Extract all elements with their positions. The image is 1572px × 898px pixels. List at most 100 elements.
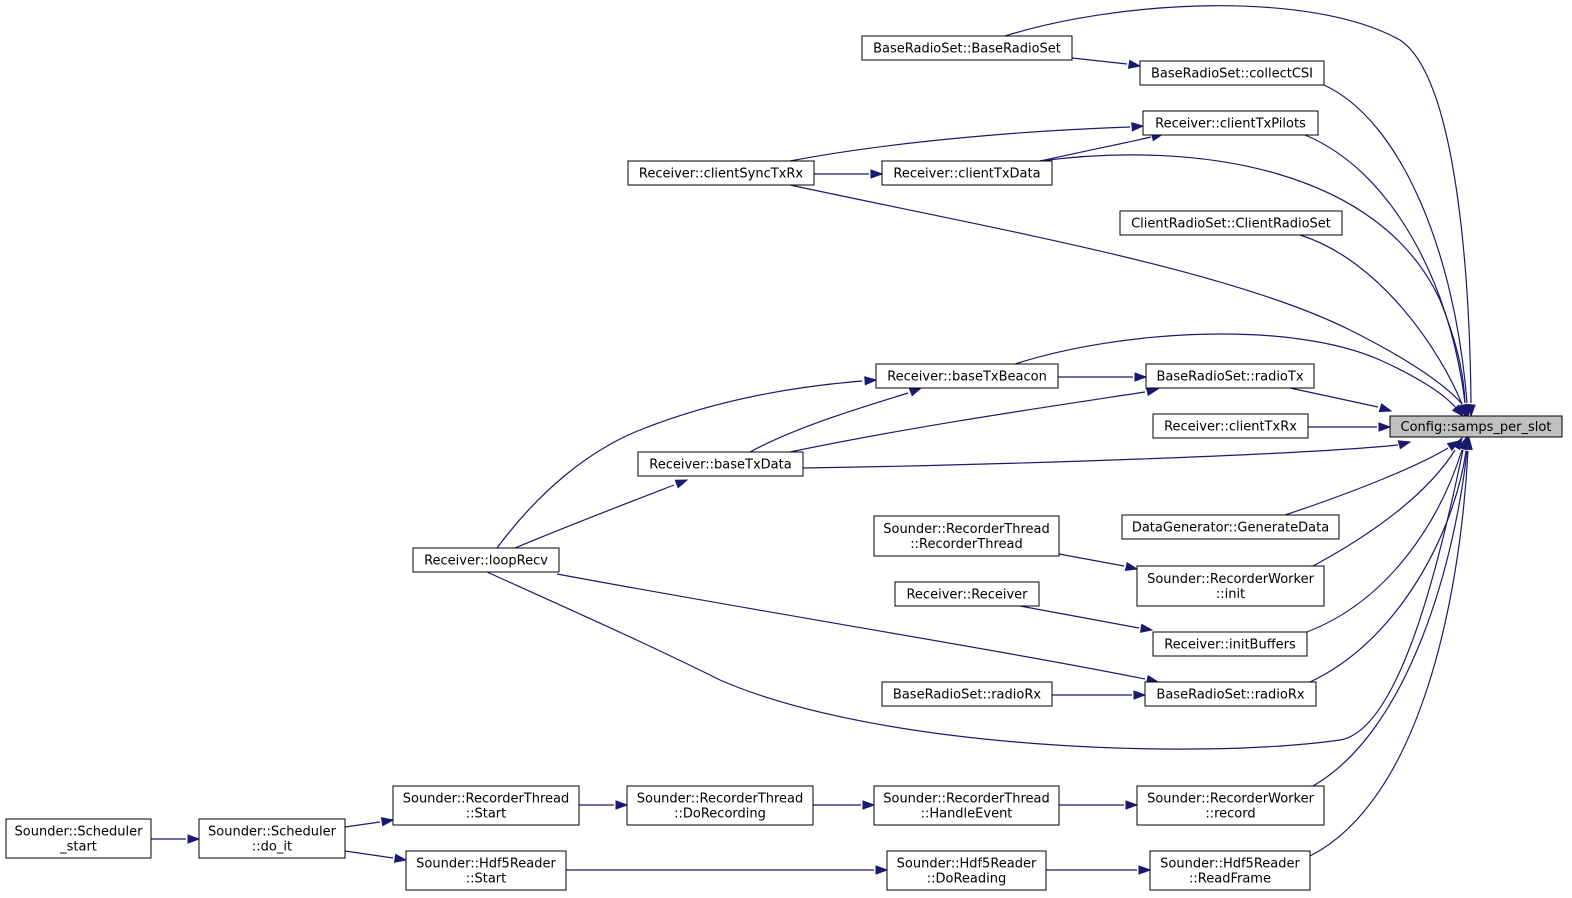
- edge-arrowhead: [1451, 404, 1464, 418]
- node-label: _start: [59, 840, 97, 855]
- node-box: [1145, 363, 1315, 389]
- edge-clientSyncTxRx-to-clientTxData: [814, 169, 884, 179]
- node-box: [5, 818, 152, 859]
- node-label: Receiver::initBuffers: [1164, 638, 1296, 653]
- node-clientTxRx[interactable]: Receiver::clientTxRx: [1152, 413, 1309, 439]
- edge-arrowhead: [1463, 436, 1473, 450]
- node-clientRadioSetCtor[interactable]: ClientRadioSet::ClientRadioSet: [1119, 210, 1343, 236]
- node-label: DataGenerator::GenerateData: [1132, 521, 1329, 536]
- node-label: Receiver::Receiver: [906, 588, 1028, 603]
- edge-line: [344, 821, 381, 828]
- edge-radioTx-to-target: [1289, 387, 1393, 413]
- node-clientSyncTxRx[interactable]: Receiver::clientSyncTxRx: [627, 160, 815, 186]
- edge-line: [496, 380, 863, 549]
- node-radioRxOverload[interactable]: BaseRadioSet::radioRx: [881, 681, 1053, 707]
- node-schedulerStart[interactable]: Sounder::Scheduler_start: [5, 818, 152, 859]
- node-box: [886, 850, 1047, 891]
- node-label: ::Start: [466, 872, 507, 887]
- edge-line: [1299, 234, 1463, 405]
- edge-receiverCtor-to-initBuffers: [1019, 605, 1154, 633]
- edge-arrowhead: [1134, 372, 1148, 382]
- node-generateData[interactable]: DataGenerator::GenerateData: [1121, 514, 1340, 540]
- node-recorderThreadCtor[interactable]: Sounder::RecorderThread::RecorderThread: [873, 515, 1060, 557]
- node-label: Sounder::Scheduler: [208, 825, 337, 840]
- node-readFrame[interactable]: Sounder::Hdf5Reader::ReadFrame: [1149, 850, 1311, 891]
- edge-line: [1019, 605, 1140, 629]
- node-doRecording[interactable]: Sounder::RecorderThread::DoRecording: [626, 785, 814, 826]
- node-label: Sounder::Hdf5Reader: [1160, 857, 1300, 872]
- node-label: ::init: [1216, 587, 1245, 602]
- edge-radioRxOverload-to-radioRx: [1052, 690, 1147, 700]
- edge-arrowhead: [875, 865, 889, 875]
- nodes-layer: Config::samps_per_slot BaseRadioSet::Base…: [5, 35, 1563, 891]
- edge-line: [1071, 57, 1128, 65]
- node-baseRadioSetCtor[interactable]: BaseRadioSet::BaseRadioSet: [861, 35, 1073, 61]
- node-box: [626, 785, 814, 826]
- edge-arrowhead: [1378, 403, 1393, 413]
- node-baseTxBeacon[interactable]: Receiver::baseTxBeacon: [875, 363, 1059, 389]
- edge-arrowhead: [380, 817, 395, 827]
- node-box: [1389, 415, 1563, 438]
- edge-line: [514, 484, 675, 549]
- node-label: BaseRadioSet::collectCSI: [1151, 67, 1313, 82]
- node-doReading[interactable]: Sounder::Hdf5Reader::DoReading: [886, 850, 1047, 891]
- node-box: [861, 35, 1073, 61]
- node-box: [412, 547, 560, 573]
- node-box: [405, 850, 567, 891]
- edge-clientSyncTxRx-to-clientTxPilots: [789, 122, 1145, 162]
- node-label: BaseRadioSet::radioTx: [1156, 370, 1303, 385]
- node-box: [875, 363, 1059, 389]
- edge-arrowhead: [1133, 690, 1147, 700]
- edge-hdf5Start-to-doReading: [566, 865, 889, 875]
- edge-clientRadioSetCtor-to-target: [1299, 234, 1467, 418]
- node-box: [881, 160, 1053, 186]
- edge-line: [1306, 449, 1463, 633]
- node-label: Receiver::clientTxPilots: [1155, 117, 1306, 132]
- edge-arrowhead: [674, 479, 689, 489]
- node-handleEvent[interactable]: Sounder::RecorderThread::HandleEvent: [873, 785, 1060, 826]
- edge-arrowhead: [1131, 122, 1145, 132]
- edge-line: [1289, 387, 1379, 408]
- edge-arrowhead: [615, 800, 629, 810]
- edge-clientTxPilots-to-target: [1304, 134, 1470, 418]
- node-label: Receiver::clientTxData: [893, 167, 1040, 182]
- node-label: Receiver::loopRecv: [424, 554, 548, 569]
- node-label: ::do_it: [252, 840, 292, 855]
- node-recorderWorkerRecord[interactable]: Sounder::RecorderWorker::record: [1136, 785, 1325, 826]
- node-label: ::DoReading: [927, 872, 1007, 887]
- node-label: Sounder::Scheduler: [15, 825, 144, 840]
- node-box: [1136, 565, 1325, 607]
- edge-line: [789, 184, 1463, 405]
- node-recorderWorkerInit[interactable]: Sounder::RecorderWorker::init: [1136, 565, 1325, 607]
- node-label: Sounder::RecorderWorker: [1147, 792, 1315, 807]
- node-target[interactable]: Config::samps_per_slot: [1389, 415, 1563, 438]
- node-baseTxData[interactable]: Receiver::baseTxData: [637, 451, 804, 477]
- node-collectCSI[interactable]: BaseRadioSet::collectCSI: [1139, 60, 1325, 86]
- node-label: Sounder::RecorderWorker: [1147, 572, 1315, 587]
- node-clientTxPilots[interactable]: Receiver::clientTxPilots: [1142, 110, 1319, 136]
- node-hdf5Start[interactable]: Sounder::Hdf5Reader::Start: [405, 850, 567, 891]
- edge-arrowhead: [870, 169, 884, 179]
- edge-clientTxData-to-clientTxPilots: [1039, 132, 1165, 162]
- node-recorderThreadStart[interactable]: Sounder::RecorderThread::Start: [392, 785, 580, 826]
- node-box: [637, 451, 804, 477]
- edge-arrowhead: [1145, 386, 1160, 397]
- edge-baseTxBeacon-to-target: [1014, 333, 1464, 418]
- node-schedulerDoIt[interactable]: Sounder::Scheduler::do_it: [198, 818, 346, 859]
- node-box: [873, 515, 1060, 557]
- edge-arrowhead: [1138, 865, 1152, 875]
- node-clientTxData[interactable]: Receiver::clientTxData: [881, 160, 1053, 186]
- node-radioTx[interactable]: BaseRadioSet::radioTx: [1145, 363, 1315, 389]
- edge-collectCSI-to-target: [1323, 84, 1472, 418]
- node-radioRx[interactable]: BaseRadioSet::radioRx: [1144, 681, 1317, 707]
- edge-radioRx-to-target: [1309, 436, 1471, 683]
- node-label: ::ReadFrame: [1189, 872, 1271, 887]
- node-box: [1119, 210, 1343, 236]
- edge-line: [344, 850, 394, 859]
- node-receiverCtor[interactable]: Receiver::Receiver: [894, 581, 1040, 607]
- edge-line: [789, 391, 1146, 453]
- node-loopRecv[interactable]: Receiver::loopRecv: [412, 547, 560, 573]
- node-label: Sounder::Hdf5Reader: [416, 857, 556, 872]
- edge-line: [486, 449, 1464, 750]
- node-initBuffers[interactable]: Receiver::initBuffers: [1152, 631, 1308, 657]
